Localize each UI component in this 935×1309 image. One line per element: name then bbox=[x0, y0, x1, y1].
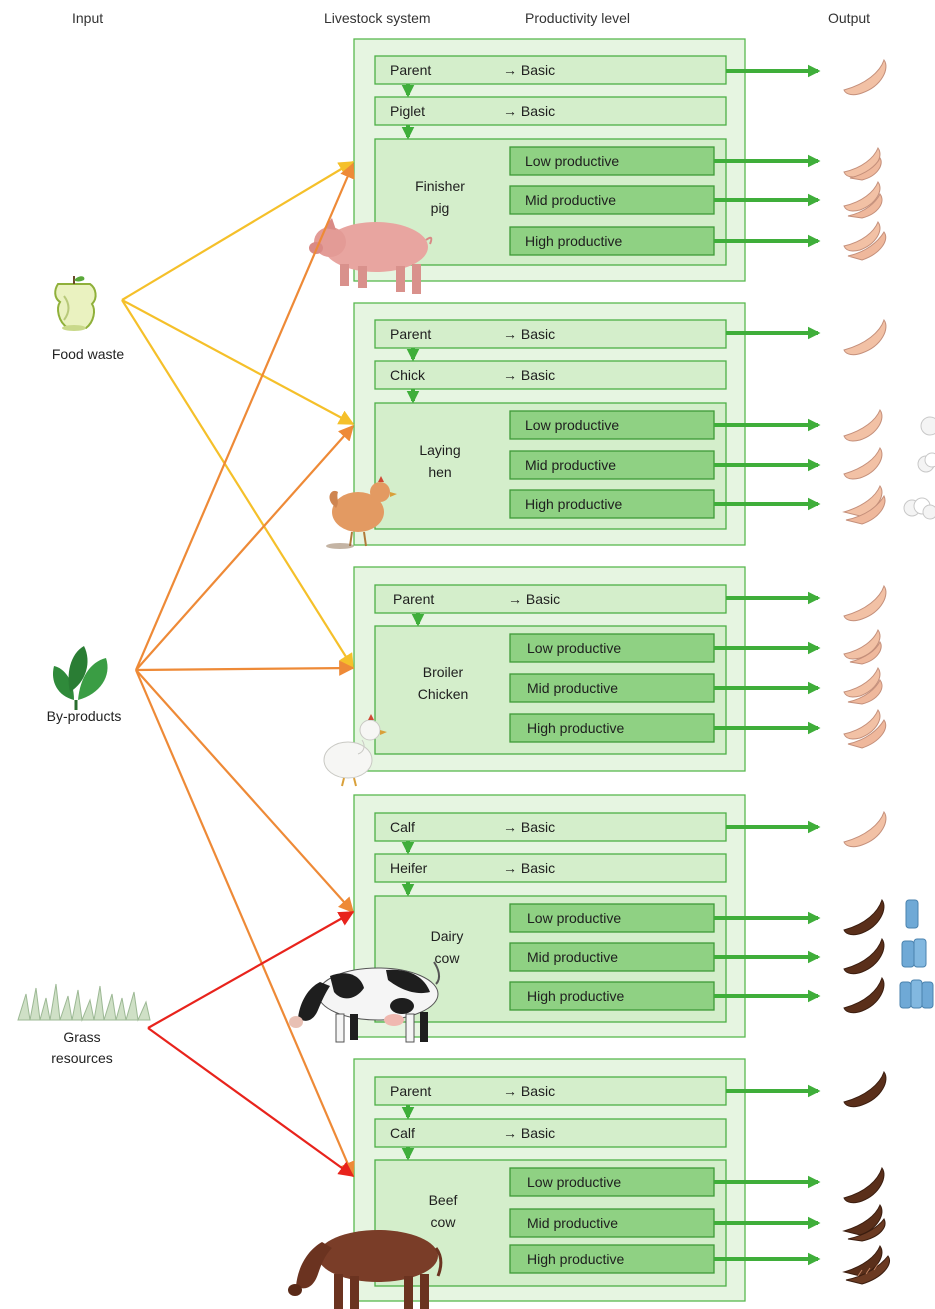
meat-icon bbox=[844, 60, 886, 95]
system-pig: Parent → Basic Piglet → Basic Finisher p… bbox=[309, 39, 886, 294]
food-waste-to-pig-arrow bbox=[122, 162, 353, 300]
productivity-label: Low productive bbox=[527, 910, 621, 926]
food-waste-to-hen-arrow bbox=[122, 300, 353, 424]
productivity-label: Low productive bbox=[525, 417, 619, 433]
main-stage-label: Finisher bbox=[415, 178, 465, 194]
productivity-label: High productive bbox=[525, 233, 622, 249]
system-beef-cow: Parent → Basic Calf → Basic Beef cow Low… bbox=[288, 1059, 890, 1309]
meat-and-egg-icon bbox=[844, 448, 935, 479]
meat-icon bbox=[844, 586, 886, 621]
beef-icon bbox=[844, 1072, 886, 1107]
main-stage-label: Broiler bbox=[423, 664, 464, 680]
stage-name: Calf bbox=[390, 1125, 415, 1141]
stage-level: → Basic bbox=[508, 591, 560, 607]
stage-name: Calf bbox=[390, 819, 415, 835]
meat-icon bbox=[844, 320, 886, 355]
stage-name: Parent bbox=[393, 591, 434, 607]
main-stage-label: Chicken bbox=[418, 686, 469, 702]
by-products-to-pig-arrow bbox=[136, 164, 353, 670]
input-label: By-products bbox=[47, 708, 122, 724]
stage-name: Heifer bbox=[390, 860, 428, 876]
stage-level: → Basic bbox=[503, 1125, 555, 1141]
main-stage-label: cow bbox=[431, 1214, 457, 1230]
input-label: Food waste bbox=[52, 346, 125, 362]
stage-level: → Basic bbox=[503, 367, 555, 383]
system-dairy-cow: Calf → Basic Heifer → Basic Dairy cow Lo… bbox=[289, 795, 933, 1042]
leafy-greens-icon bbox=[53, 646, 108, 710]
stage-name: Parent bbox=[390, 62, 431, 78]
main-stage-label: pig bbox=[431, 200, 450, 216]
input-grass-resources: Grass resources bbox=[18, 984, 150, 1066]
beef-icon bbox=[844, 1246, 890, 1284]
meat-icon bbox=[844, 222, 886, 260]
stage-level: → Basic bbox=[503, 62, 555, 78]
productivity-label: High productive bbox=[527, 720, 624, 736]
stage-level: → Basic bbox=[503, 1083, 555, 1099]
meat-and-egg-icon bbox=[844, 486, 935, 524]
meat-icon bbox=[844, 148, 881, 180]
apple-core-icon bbox=[55, 276, 95, 331]
meat-icon bbox=[844, 710, 886, 748]
beef-and-milk-icon bbox=[844, 900, 918, 935]
input-arrows bbox=[122, 162, 353, 1176]
by-products-to-broiler-arrow bbox=[136, 668, 353, 670]
productivity-label: Low productive bbox=[527, 1174, 621, 1190]
system-laying-hen: Parent → Basic Chick → Basic Laying hen … bbox=[326, 303, 935, 549]
beef-and-milk-icon bbox=[844, 939, 926, 974]
food-waste-to-broiler-arrow bbox=[122, 300, 353, 668]
productivity-label: High productive bbox=[527, 1251, 624, 1267]
stage-level: → Basic bbox=[503, 326, 555, 342]
meat-icon bbox=[844, 182, 882, 218]
meat-and-egg-icon bbox=[844, 410, 935, 441]
stage-level: → Basic bbox=[503, 819, 555, 835]
productivity-label: Low productive bbox=[527, 640, 621, 656]
grass-to-dairy-arrow bbox=[148, 912, 353, 1028]
stage-name: Piglet bbox=[390, 103, 425, 119]
beef-and-milk-icon bbox=[844, 978, 933, 1013]
productivity-label: Mid productive bbox=[527, 1215, 618, 1231]
productivity-label: Low productive bbox=[525, 153, 619, 169]
stage-name: Parent bbox=[390, 326, 431, 342]
meat-icon bbox=[844, 812, 886, 847]
productivity-label: High productive bbox=[527, 988, 624, 1004]
by-products-to-beef-arrow bbox=[136, 670, 353, 1176]
productivity-label: Mid productive bbox=[527, 680, 618, 696]
system-broiler-chicken: Parent → Basic Broiler Chicken Low produ… bbox=[324, 567, 886, 786]
main-stage-label: Laying bbox=[419, 442, 460, 458]
input-food-waste: Food waste bbox=[52, 276, 125, 362]
input-by-products: By-products bbox=[47, 646, 122, 724]
main-stage-label: Beef bbox=[429, 1192, 458, 1208]
stage-level: → Basic bbox=[503, 860, 555, 876]
productivity-label: Mid productive bbox=[525, 192, 616, 208]
by-products-to-hen-arrow bbox=[136, 426, 353, 670]
stage-name: Chick bbox=[390, 367, 426, 383]
main-stage-label: hen bbox=[428, 464, 451, 480]
by-products-to-dairy-arrow bbox=[136, 670, 353, 912]
stage-name: Parent bbox=[390, 1083, 431, 1099]
main-stage-label: cow bbox=[435, 950, 461, 966]
input-label: resources bbox=[51, 1050, 112, 1066]
productivity-label: Mid productive bbox=[527, 949, 618, 965]
meat-icon bbox=[844, 630, 881, 664]
beef-icon bbox=[844, 1205, 885, 1241]
productivity-label: Mid productive bbox=[525, 457, 616, 473]
input-label: Grass bbox=[63, 1029, 100, 1045]
main-stage-label: Dairy bbox=[431, 928, 464, 944]
productivity-label: High productive bbox=[525, 496, 622, 512]
stage-level: → Basic bbox=[503, 103, 555, 119]
grass-icon bbox=[18, 984, 150, 1020]
meat-icon bbox=[844, 668, 882, 704]
beef-icon bbox=[844, 1168, 884, 1203]
